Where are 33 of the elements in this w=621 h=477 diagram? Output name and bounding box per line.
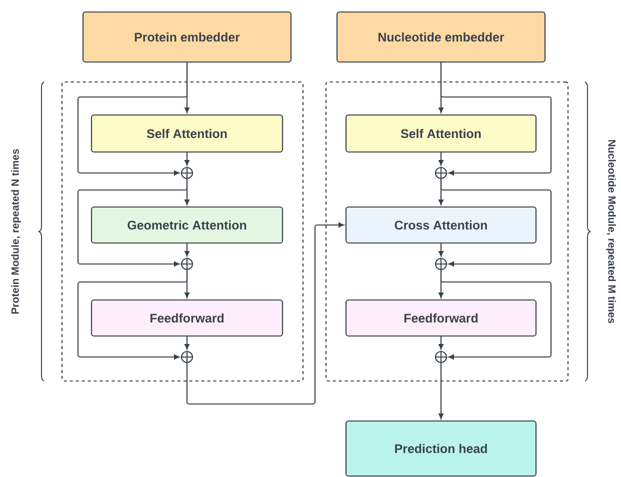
arrow bbox=[438, 336, 444, 350]
arrow bbox=[77, 179, 188, 267]
plus-symbol bbox=[434, 350, 448, 364]
embedder-box: Nucleotide embedder bbox=[336, 11, 546, 63]
plus-symbol bbox=[180, 258, 194, 270]
plus-symbol bbox=[180, 166, 194, 180]
arrow bbox=[438, 363, 444, 419]
arrow bbox=[438, 244, 444, 256]
module-label: Protein Module, repeated N times bbox=[11, 149, 21, 314]
dashed-group-box bbox=[61, 81, 304, 382]
arrow bbox=[77, 270, 188, 360]
output-box: Prediction head bbox=[345, 420, 537, 477]
process-box: Feedforward bbox=[345, 299, 537, 337]
process-box: Feedforward bbox=[90, 299, 284, 337]
arrow bbox=[184, 152, 190, 166]
process-box: Self Attention bbox=[90, 114, 284, 153]
arrow bbox=[184, 336, 190, 350]
plus-symbol bbox=[434, 258, 448, 270]
arrow bbox=[440, 270, 552, 360]
arrow bbox=[184, 244, 190, 256]
process-box: Geometric Attention bbox=[90, 206, 284, 244]
embedder-box: Protein embedder bbox=[82, 11, 292, 63]
arrow bbox=[186, 222, 344, 405]
dashed-group-box bbox=[325, 81, 569, 382]
arrow bbox=[438, 152, 444, 166]
process-box: Cross Attention bbox=[345, 206, 537, 244]
plus-symbol bbox=[180, 350, 194, 364]
arrow bbox=[77, 62, 188, 176]
arrow bbox=[440, 179, 552, 267]
module-label: Nucleotide Module, repeated M times bbox=[606, 140, 616, 324]
process-box: Self Attention bbox=[345, 114, 537, 153]
arrow bbox=[440, 62, 552, 176]
plus-symbol bbox=[434, 166, 448, 180]
